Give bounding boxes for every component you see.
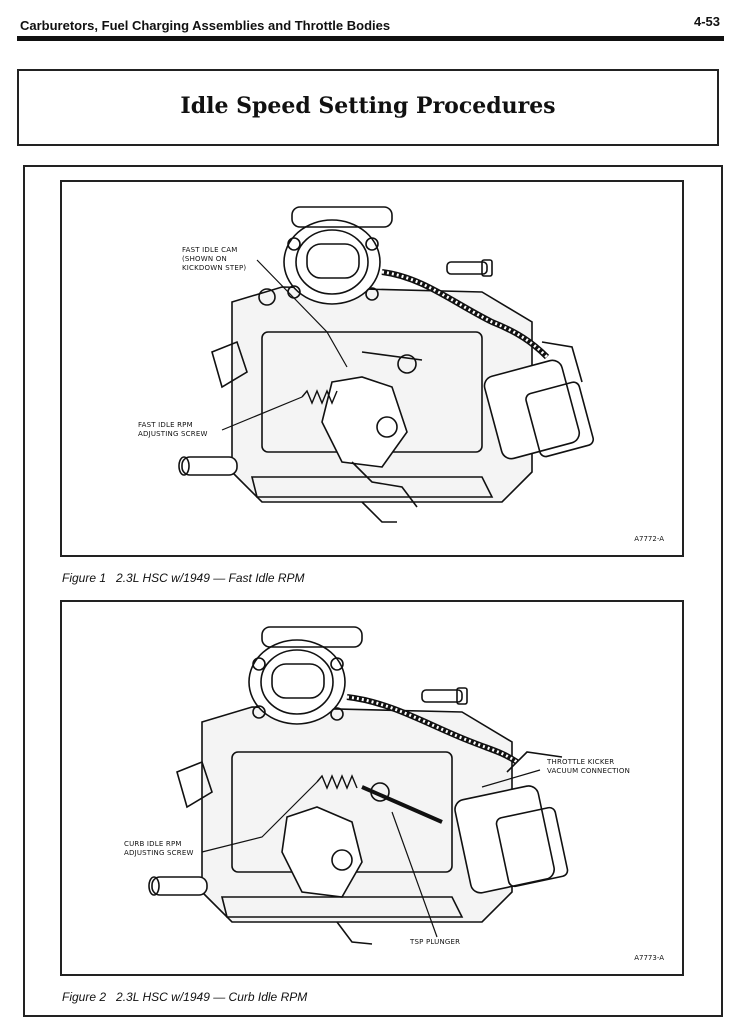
figure-2-caption: Figure 2 2.3L HSC w/1949 — Curb Idle RPM [62,990,307,1004]
figure-2-code: A7773-A [634,954,664,962]
figure-1-caption-number: Figure 1 [62,571,107,585]
callout-fast-idle-cam: FAST IDLE CAM (SHOWN ON KICKDOWN STEP) [182,246,247,272]
figure-2-frame: THROTTLE KICKER VACUUM CONNECTION CURB I… [60,600,684,976]
leader-line-curb-idle-screw [201,781,318,853]
figure-1-caption-text: 2.3L HSC w/1949 — Fast Idle RPM [116,571,305,585]
figure-1-frame: FAST IDLE CAM (SHOWN ON KICKDOWN STEP) F… [60,180,684,557]
callout-throttle-kicker: THROTTLE KICKER VACUUM CONNECTION [547,758,631,775]
figures-frame [23,165,723,1017]
figure-2-caption-number: Figure 2 [62,990,107,1004]
figure-2-caption-text: 2.3L HSC w/1949 — Curb Idle RPM [116,990,308,1004]
running-head: Carburetors, Fuel Charging Assemblies an… [20,18,391,33]
leader-line-throttle-kicker [481,769,541,788]
carburetor-illustration-1 [178,206,595,523]
title-box: Idle Speed Setting Procedures [17,69,719,146]
figure-1-code: A7772-A [634,535,664,543]
figure-1-caption: Figure 1 2.3L HSC w/1949 — Fast Idle RPM [62,571,305,585]
leader-line-fast-idle-cam [256,259,348,368]
callout-fast-idle-rpm-screw: FAST IDLE RPM ADJUSTING SCREW [138,421,208,438]
callout-tsp-plunger: TSP PLUNGER [410,938,461,946]
page-title: Idle Speed Setting Procedures [180,93,556,119]
carburetor-illustration-2 [148,626,569,945]
leader-line-tsp-plunger [391,811,438,938]
header-rule [17,36,724,41]
callout-curb-idle-rpm-screw: CURB IDLE RPM ADJUSTING SCREW [124,840,194,857]
page-number: 4-53 [693,14,720,29]
leader-line-fast-idle-screw [221,396,303,431]
